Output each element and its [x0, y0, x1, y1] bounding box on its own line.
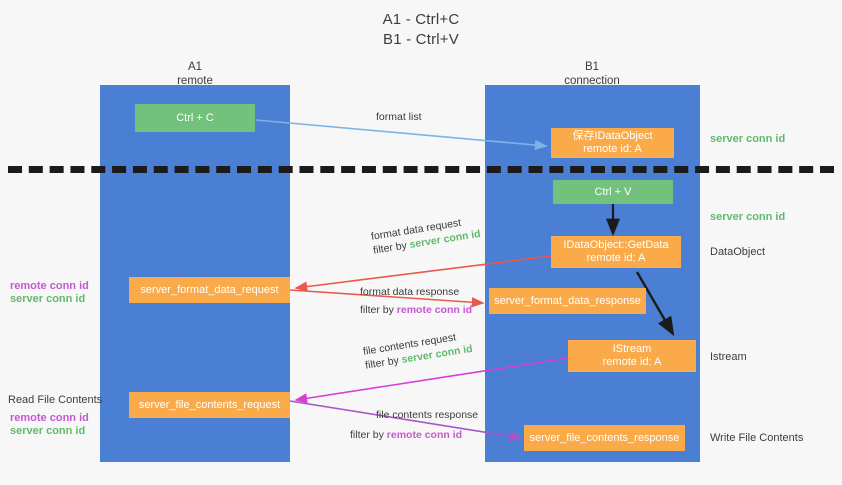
node-server-format-data-request-label: server_format_data_request	[140, 283, 279, 296]
column-header-b1-name: B1	[584, 61, 600, 73]
node-istream-line2: remote id: A	[602, 356, 662, 368]
node-server-file-contents-response-label: server_file_contents_response	[529, 431, 680, 444]
node-save-idataobject-line1: 保存IDataObject	[572, 130, 653, 142]
note-server-conn-id-mid: server conn id	[710, 211, 786, 223]
note-server-conn-id-top: server conn id	[710, 133, 786, 145]
title-line-2: B1 - Ctrl+V	[383, 31, 459, 48]
edge-label-file-contents-request: file contents request filter by server c…	[362, 328, 474, 373]
node-save-idataobject-line2: remote id: A	[583, 143, 642, 155]
node-ctrl-c[interactable]: Ctrl + C	[135, 104, 255, 132]
edge-label-format-data-response-filter: filter by remote conn id	[360, 303, 472, 317]
node-save-idataobject[interactable]: 保存IDataObject remote id: A	[551, 128, 674, 158]
node-getdata[interactable]: IDataObject::GetData remote id: A	[551, 236, 681, 268]
column-header-a1-name: A1	[187, 61, 203, 73]
edge-label-format-data-response-line1: format data response	[360, 286, 460, 298]
note-dataobject: DataObject	[710, 246, 766, 258]
node-getdata-line2: remote id: A	[586, 252, 646, 264]
node-server-format-data-response-label: server_format_data_response	[494, 294, 641, 307]
edge-label-file-contents-response-line1: file contents response	[376, 409, 479, 421]
filter-prefix: filter by	[350, 429, 387, 441]
filter-value-remote-conn-id: remote conn id	[396, 304, 473, 316]
filter-prefix: filter by	[360, 304, 397, 316]
node-istream-line1: IStream	[612, 343, 652, 355]
node-ctrl-v-label: Ctrl + V	[594, 185, 632, 198]
node-ctrl-c-label: Ctrl + C	[176, 111, 214, 124]
edge-label-file-contents-response-filter: filter by remote conn id	[350, 428, 478, 442]
note-istream: Istream	[710, 351, 747, 363]
node-server-file-contents-response[interactable]: server_file_contents_response	[524, 425, 685, 451]
note-write-file-contents: Write File Contents	[710, 432, 804, 444]
note-server-conn-id-2: server conn id	[10, 425, 86, 437]
node-server-format-data-response[interactable]: server_format_data_response	[489, 288, 646, 314]
edge-label-format-list: format list	[376, 110, 422, 124]
note-remote-conn-id-2: remote conn id	[10, 412, 89, 424]
column-header-b1: B1 connection	[512, 60, 672, 88]
node-getdata-line1: IDataObject::GetData	[563, 239, 669, 251]
edge-label-format-data-response: format data response filter by remote co…	[360, 285, 472, 317]
phase-divider	[8, 166, 834, 173]
note-server-conn-id-1: server conn id	[10, 293, 86, 305]
node-ctrl-v[interactable]: Ctrl + V	[553, 180, 673, 204]
edge-label-format-list-text: format list	[376, 111, 422, 123]
column-header-a1: A1 remote	[115, 60, 275, 88]
node-server-file-contents-request-label: server_file_contents_request	[138, 398, 281, 411]
edge-label-file-contents-response: file contents response filter by remote …	[350, 408, 479, 442]
node-server-format-data-request[interactable]: server_format_data_request	[129, 277, 290, 303]
node-istream[interactable]: IStream remote id: A	[568, 340, 696, 372]
node-server-file-contents-request[interactable]: server_file_contents_request	[129, 392, 290, 418]
note-remote-conn-id-1: remote conn id	[10, 280, 89, 292]
diagram-title: A1 - Ctrl+C B1 - Ctrl+V	[0, 10, 842, 50]
title-line-1: A1 - Ctrl+C	[382, 11, 460, 28]
filter-value-remote-conn-id: remote conn id	[386, 429, 463, 441]
column-header-b1-sub: connection	[564, 75, 620, 87]
note-read-file-contents: Read File Contents	[8, 394, 103, 406]
edge-label-format-data-request: format data request filter by server con…	[370, 213, 482, 258]
column-header-a1-sub: remote	[177, 75, 213, 87]
